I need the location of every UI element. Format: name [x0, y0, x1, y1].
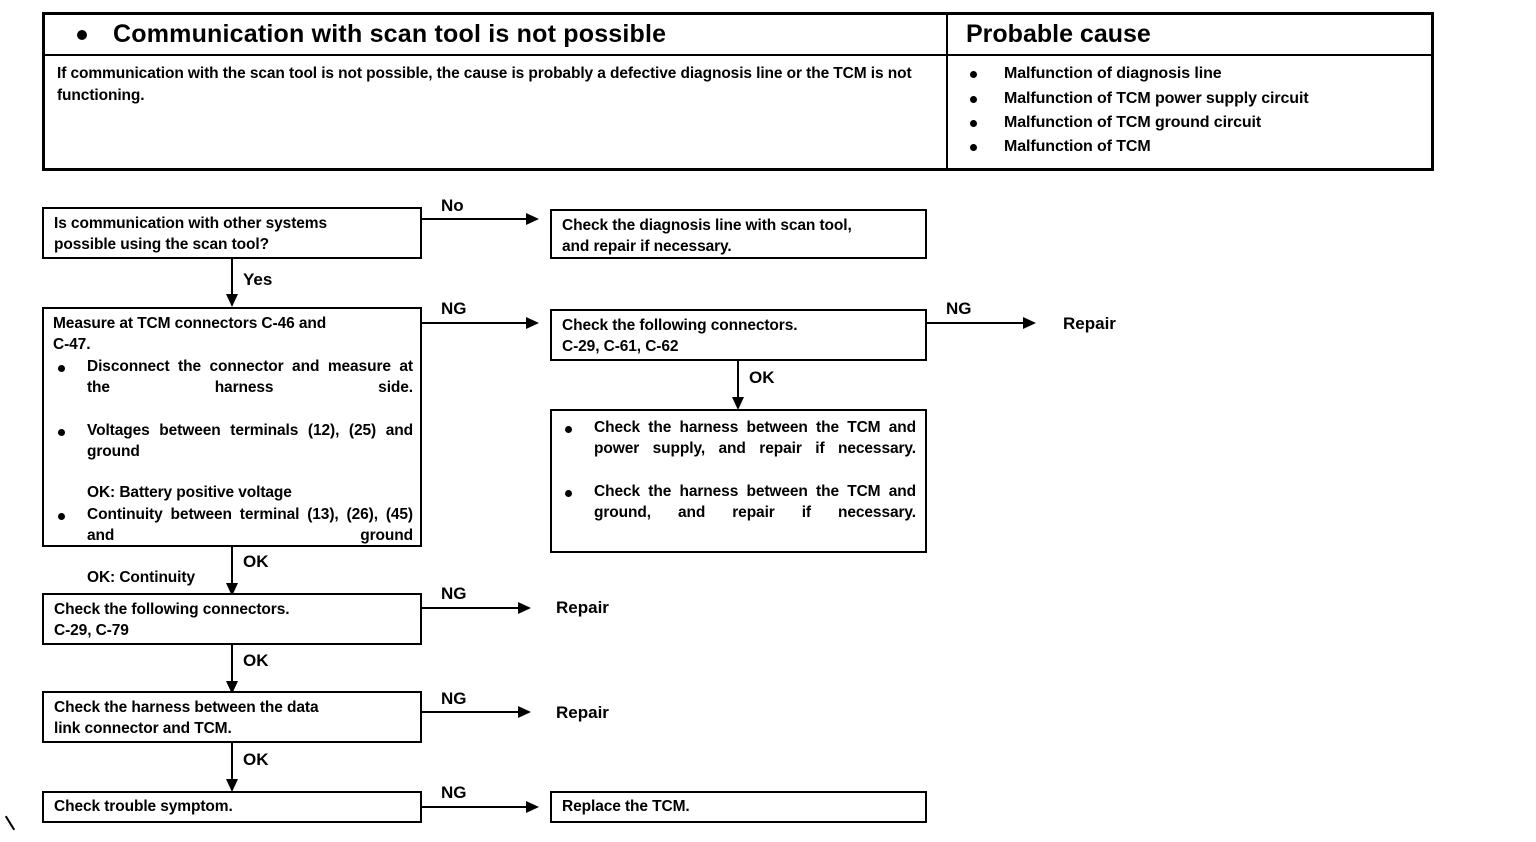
flow-box-diagnosis-line-line2: and repair if necessary. — [562, 237, 732, 255]
flow-box-replace-tcm: Replace the TCM. — [550, 791, 927, 823]
list-item: Check the harness between the TCM and po… — [560, 418, 916, 481]
flow-box-check-trouble-symptom: Check trouble symptom. — [42, 791, 422, 823]
list-item: Malfunction of TCM — [962, 135, 1423, 159]
list-item: Malfunction of TCM power supply circuit — [962, 87, 1423, 111]
flow-box-diagnosis-line-line1: Check the diagnosis line with scan tool, — [562, 217, 852, 234]
connector-step4-ng — [422, 607, 518, 609]
probable-cause-list: Malfunction of diagnosis line Malfunctio… — [962, 62, 1423, 159]
edge-label-ok-step3: OK — [749, 368, 775, 387]
check-connectors-1-heading: Check the following connectors. — [562, 317, 798, 334]
terminal-repair-2: Repair — [556, 598, 609, 617]
arrow-icon-step5-ng — [518, 706, 531, 718]
ok-value: Continuity — [119, 569, 195, 587]
edge-label-yes: Yes — [243, 270, 273, 289]
connector-step4-ok — [231, 645, 233, 683]
arrow-icon-step1-no — [526, 213, 539, 225]
flow-box-check-connectors-2: Check the following connectors. C-29, C-… — [42, 593, 422, 645]
terminal-repair-3: Repair — [556, 703, 609, 722]
symptom-description-cell: If communication with the scan tool is n… — [45, 56, 948, 168]
flow-box-check-connectors-1: Check the following connectors. C-29, C-… — [550, 309, 927, 361]
connector-step2-ng — [422, 322, 526, 324]
terminal-repair-1: Repair — [1063, 314, 1116, 333]
ok-value: Battery positive voltage — [119, 484, 292, 502]
measure-title-line1: Measure at TCM connectors C-46 and — [53, 315, 327, 332]
measure-bullet-3-ok: OK: Continuity — [87, 568, 413, 589]
symptom-title-cell: Communication with scan tool is not poss… — [45, 15, 948, 55]
edge-label-no: No — [441, 196, 464, 215]
arrow-icon-step2-ok — [226, 583, 238, 596]
check-trouble-symptom-text: Check trouble symptom. — [54, 798, 233, 815]
symptom-table: Communication with scan tool is not poss… — [42, 12, 1434, 171]
connector-step6-ng — [422, 806, 526, 808]
measure-bullet-1-text: Disconnect the connector and measure at … — [87, 357, 413, 396]
edge-label-ok-step5: OK — [243, 750, 269, 769]
harness-bullet-2-text: Check the harness between the TCM and gr… — [594, 482, 916, 521]
connector-step5-ok — [231, 743, 233, 781]
arrow-icon-step4-ok — [226, 681, 238, 694]
measure-bullet-list: Disconnect the connector and measure at … — [53, 357, 413, 589]
bullet-icon — [77, 29, 87, 40]
connector-step1-yes — [231, 259, 233, 296]
connector-step2-ok — [231, 547, 233, 585]
check-connectors-2-list: C-29, C-79 — [54, 621, 129, 639]
list-item: Voltages between terminals (12), (25) an… — [53, 421, 413, 505]
arrow-icon-step6-ng — [526, 801, 539, 813]
connector-step3-ok — [737, 361, 739, 399]
measure-bullet-3-text: Continuity between terminal (13), (26), … — [87, 506, 413, 545]
probable-cause-title: Probable cause — [966, 20, 1151, 48]
flow-box-diagnosis-line: Check the diagnosis line with scan tool,… — [550, 209, 927, 259]
list-item: Malfunction of TCM ground circuit — [962, 111, 1423, 135]
list-item: Malfunction of diagnosis line — [962, 62, 1423, 86]
measure-title-line2: C-47. — [53, 335, 91, 353]
edge-label-ng-step2: NG — [441, 299, 467, 318]
measure-bullet-2-text: Voltages between terminals (12), (25) an… — [87, 421, 413, 460]
data-link-harness-line1: Check the harness between the data — [54, 699, 319, 716]
flow-box-step1-line2: possible using the scan tool? — [54, 235, 269, 253]
flow-box-harness-checks: Check the harness between the TCM and po… — [550, 409, 927, 553]
arrow-icon-step2-ng — [526, 317, 539, 329]
data-link-harness-line2: link connector and TCM. — [54, 719, 232, 737]
replace-tcm-text: Replace the TCM. — [562, 798, 690, 815]
arrow-icon-step5-ok — [226, 779, 238, 792]
probable-cause-title-cell: Probable cause — [948, 15, 1431, 54]
edge-label-ng-step3: NG — [946, 299, 972, 318]
symptom-title: Communication with scan tool is not poss… — [55, 19, 938, 50]
connector-step1-no — [422, 218, 526, 220]
ok-label: OK: — [87, 569, 116, 587]
symptom-table-body-row: If communication with the scan tool is n… — [45, 56, 1431, 168]
arrow-icon-step1-yes — [226, 294, 238, 307]
flow-box-measure-tcm: Measure at TCM connectors C-46 and C-47.… — [42, 307, 422, 586]
arrow-icon-step4-ng — [518, 602, 531, 614]
symptom-table-header-row: Communication with scan tool is not poss… — [45, 15, 1431, 57]
probable-cause-cell: Malfunction of diagnosis line Malfunctio… — [948, 56, 1431, 167]
check-connectors-1-list: C-29, C-61, C-62 — [562, 337, 679, 355]
connector-step3-ng — [927, 322, 1023, 324]
arrow-icon-step3-ok — [732, 397, 744, 410]
edge-label-ng-step5: NG — [441, 689, 467, 708]
ok-label: OK: — [87, 484, 116, 502]
edge-label-ng-step6: NG — [441, 783, 467, 802]
edge-label-ng-step4: NG — [441, 584, 467, 603]
list-item: Check the harness between the TCM and gr… — [560, 482, 916, 545]
flow-box-step1: Is communication with other systems poss… — [42, 207, 422, 259]
connector-step5-ng — [422, 711, 518, 713]
symptom-description: If communication with the scan tool is n… — [57, 65, 912, 105]
harness-bullet-list: Check the harness between the TCM and po… — [560, 418, 916, 545]
list-item: Continuity between terminal (13), (26), … — [53, 505, 413, 589]
edge-label-ok-step4: OK — [243, 651, 269, 670]
edge-label-ok-step2: OK — [243, 552, 269, 571]
symptom-title-text: Communication with scan tool is not poss… — [113, 20, 667, 48]
check-connectors-2-heading: Check the following connectors. — [54, 601, 290, 618]
flow-box-step1-line1: Is communication with other systems — [54, 215, 327, 232]
measure-bullet-2-ok: OK: Battery positive voltage — [87, 483, 413, 504]
page-corner-mark — [4, 815, 16, 831]
list-item: Disconnect the connector and measure at … — [53, 357, 413, 420]
arrow-icon-step3-ng — [1023, 317, 1036, 329]
flow-box-data-link-harness: Check the harness between the data link … — [42, 691, 422, 743]
harness-bullet-1-text: Check the harness between the TCM and po… — [594, 419, 916, 457]
